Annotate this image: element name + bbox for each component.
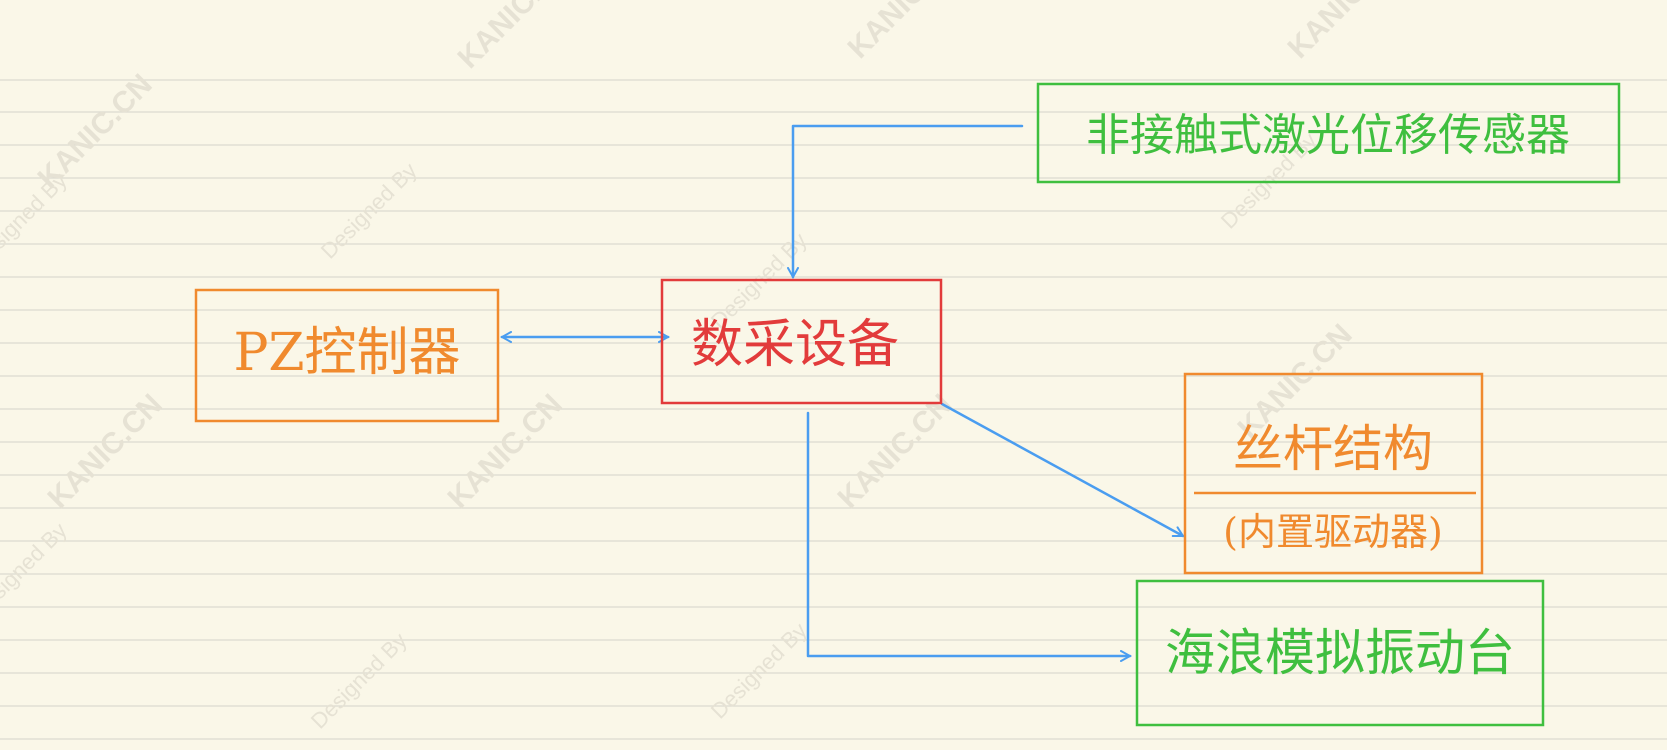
watermark-brand: KANIC.CN <box>452 0 579 75</box>
node-screw-structure: 丝杆结构 (内置驱动器) <box>1183 372 1484 575</box>
connector-sensor-data-acquisition <box>793 124 1024 277</box>
node-data-acquisition-label: 数采设备 <box>691 315 899 375</box>
node-wave-platform-label: 海浪模拟振动台 <box>1165 624 1515 682</box>
watermark-brand: KANIC.CN <box>842 0 969 65</box>
watermark-brand: KANIC.CN <box>832 388 959 515</box>
node-laser-sensor: 非接触式激光位移传感器 <box>1036 82 1621 184</box>
node-pz-controller-label: PZ控制器 <box>233 323 460 383</box>
node-wave-platform: 海浪模拟振动台 <box>1135 579 1545 727</box>
connectors <box>502 124 1183 656</box>
node-data-acquisition: 数采设备 <box>660 278 943 405</box>
watermark-credit: Designed By <box>0 518 72 624</box>
ruled-lines <box>0 79 1667 740</box>
node-screw-structure-sublabel: (内置驱动器) <box>1223 510 1443 554</box>
connector-data-acquisition-screw <box>940 402 1183 538</box>
watermark-brand: KANIC.CN <box>442 388 569 515</box>
node-screw-structure-label: 丝杆结构 <box>1233 420 1433 478</box>
watermark-brand: KANIC.CN <box>42 388 169 515</box>
node-laser-sensor-label: 非接触式激光位移传感器 <box>1086 110 1570 161</box>
watermark-credit: Designed By <box>306 628 412 734</box>
watermark-credit: Designed By <box>0 168 72 274</box>
node-pz-controller: PZ控制器 <box>194 288 500 423</box>
connector-data-acquisition-wave-platform <box>806 411 1130 656</box>
watermark-credit: Designed By <box>706 618 812 724</box>
watermark-brand: KANIC.CN <box>1282 0 1409 65</box>
